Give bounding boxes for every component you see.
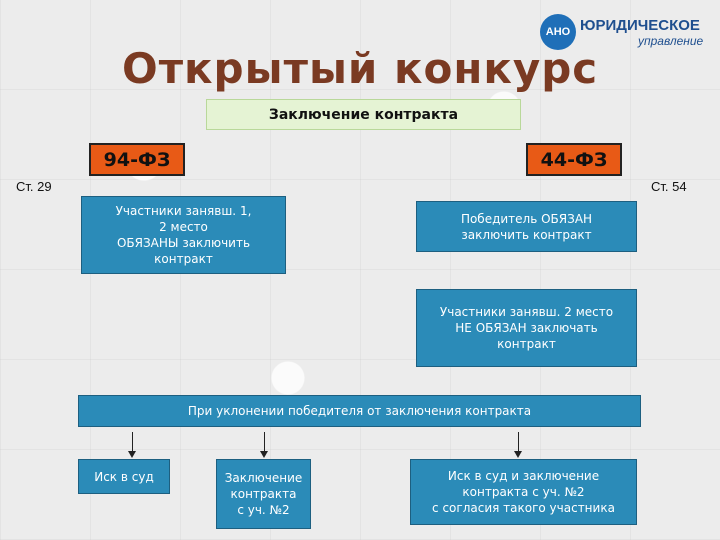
arrow-down-lawsuit: [128, 432, 136, 458]
winner-obliged-box: Победитель ОБЯЗАН заключить контракт: [416, 201, 637, 252]
logo-line2: управление: [638, 33, 704, 48]
winner-evasion-box: При уклонении победителя от заключения к…: [78, 395, 641, 427]
second-place-not-obliged-box: Участники занявш. 2 место НЕ ОБЯЗАН закл…: [416, 289, 637, 367]
contract-with-second-box: Заключение контракта с уч. №2: [216, 459, 311, 529]
lawsuit-box: Иск в суд: [78, 459, 170, 494]
logo-text: ЮРИДИЧЕСКОЕ управление: [580, 18, 703, 47]
arrow-down-lawsuit-contract: [514, 432, 522, 458]
article-29-label: Ст. 29: [16, 179, 52, 194]
law-44-badge: 44-ФЗ: [526, 143, 622, 176]
contract-conclusion-header: Заключение контракта: [206, 99, 521, 130]
law-94-badge: 94-ФЗ: [89, 143, 185, 176]
page-title: Открытый конкурс: [122, 44, 599, 93]
left-participants-box: Участники занявш. 1, 2 место ОБЯЗАНЫ зак…: [81, 196, 286, 274]
logo-line1: ЮРИДИЧЕСКОЕ: [580, 16, 700, 34]
article-54-label: Ст. 54: [651, 179, 687, 194]
logo: АНО ЮРИДИЧЕСКОЕ управление: [540, 14, 703, 50]
logo-badge: АНО: [540, 14, 576, 50]
lawsuit-and-contract-box: Иск в суд и заключение контракта с уч. №…: [410, 459, 637, 525]
arrow-down-contract: [260, 432, 268, 458]
